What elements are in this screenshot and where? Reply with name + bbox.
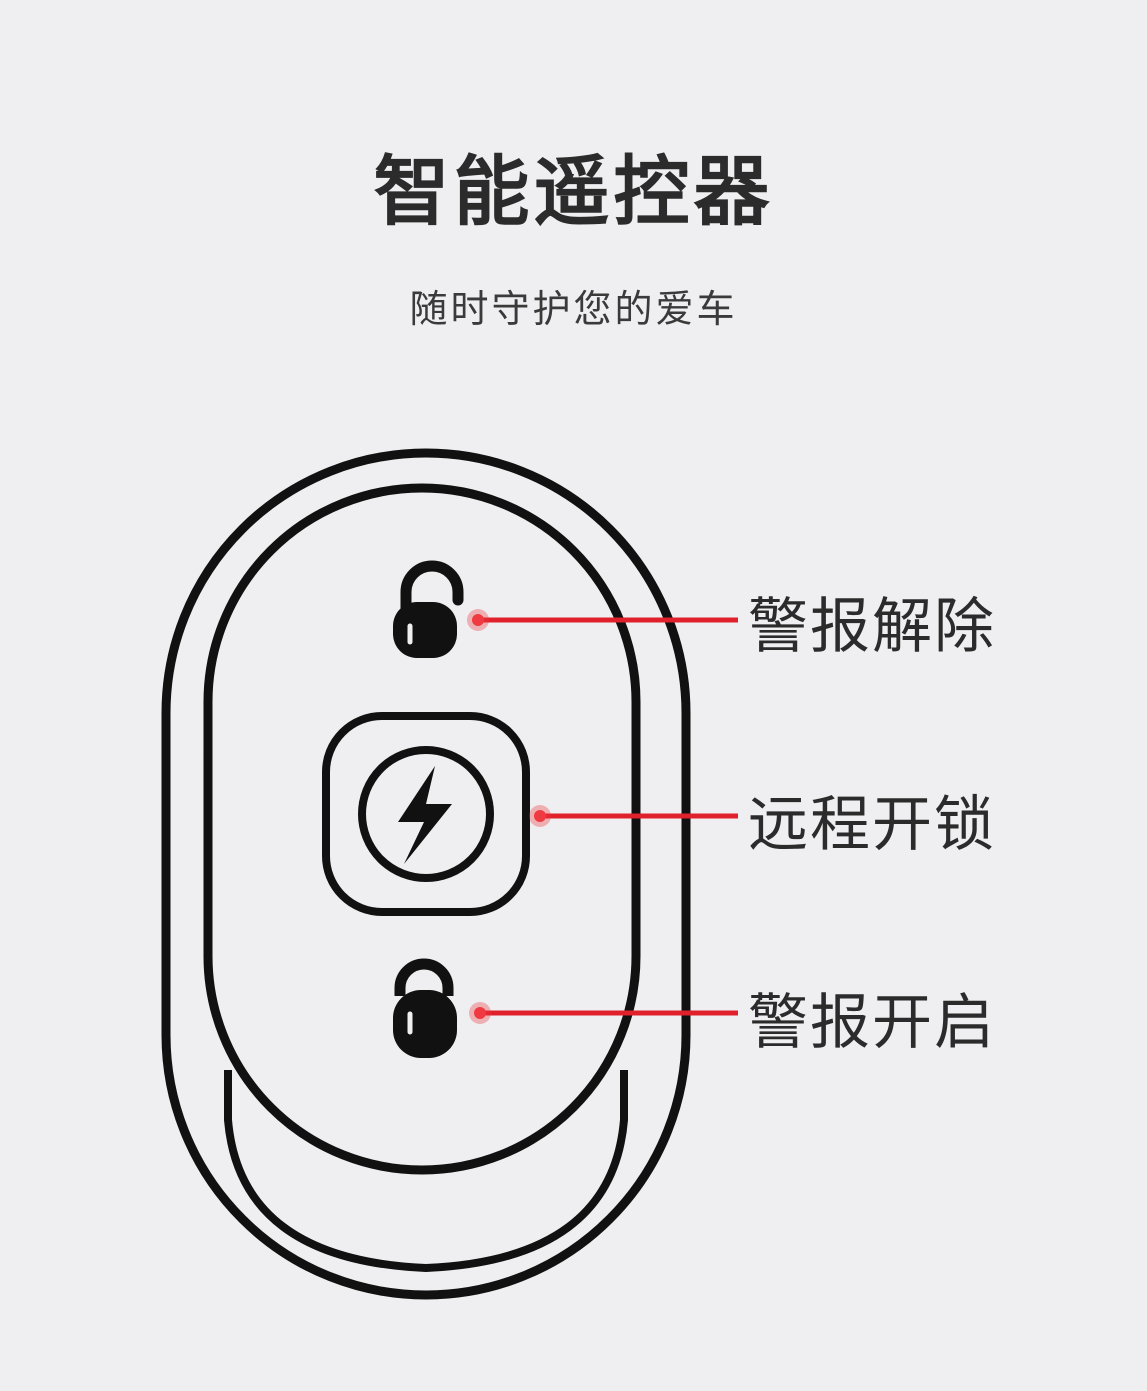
callout-arm [469, 1002, 738, 1024]
page-title: 智能遥控器 [373, 147, 774, 236]
label-alarm-disarm: 警报解除 [748, 592, 996, 662]
callout-disarm [467, 609, 738, 631]
callout-remote-unlock [529, 805, 738, 827]
page-subtitle: 随时守护您的爱车 [409, 287, 738, 331]
locked-padlock-icon[interactable] [393, 958, 457, 1058]
lightning-bolt-icon [398, 766, 452, 864]
remote-unlock-button[interactable] [322, 712, 530, 916]
remote-outer-shell [161, 448, 691, 1300]
label-remote-unlock: 远程开锁 [748, 790, 996, 860]
label-alarm-arm: 警报开启 [748, 988, 996, 1058]
unlocked-padlock-icon[interactable] [393, 560, 464, 658]
remote-lower-rim [224, 1070, 628, 1273]
